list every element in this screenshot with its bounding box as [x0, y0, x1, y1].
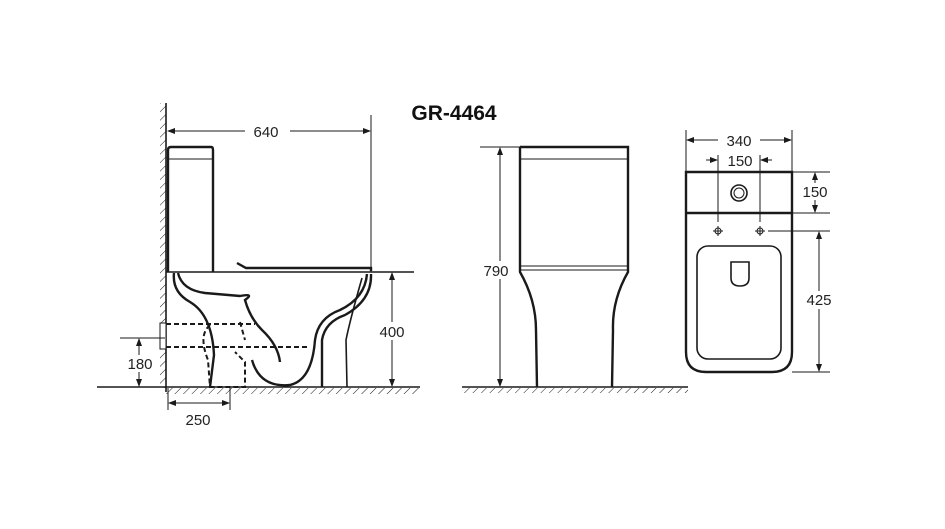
- seat-outline: [236, 261, 373, 271]
- dim-outlet-height: 180: [127, 356, 152, 373]
- side-view: 640 400 180 250: [97, 103, 420, 429]
- top-view: 340 150 150 425: [684, 130, 835, 374]
- bowl-inner: [250, 273, 369, 387]
- front-view: 790: [462, 145, 688, 393]
- floor-hatch-front: [462, 388, 688, 393]
- cistern-outline: [166, 145, 215, 272]
- dim-height: 790: [483, 263, 508, 280]
- top-outline: [684, 170, 794, 374]
- trap-outer: [172, 272, 216, 388]
- bowl-front: [320, 273, 373, 387]
- outlet-pipe-stub: [159, 322, 167, 350]
- dim-length: 640: [253, 124, 278, 141]
- fixing-holes: [713, 226, 765, 236]
- foot-line: [345, 277, 363, 388]
- floor-hatch: [166, 388, 420, 394]
- flush-button-inner: [733, 187, 745, 199]
- outlet-hole: [730, 261, 750, 287]
- wall-hatch: [160, 103, 166, 388]
- dim-tank-depth: 150: [802, 184, 827, 201]
- dim-hole-spacing: 150: [727, 153, 752, 170]
- dim-hole-to-front: 425: [806, 292, 831, 309]
- flush-button: [730, 184, 748, 202]
- front-outline: [518, 145, 630, 388]
- seat-outline-top: [696, 245, 782, 360]
- model-title: GR-4464: [411, 102, 497, 125]
- trap-inner: [176, 272, 282, 363]
- dim-seat-height: 400: [379, 324, 404, 341]
- dim-outlet-distance: 250: [185, 412, 210, 429]
- dim-width: 340: [726, 133, 751, 150]
- outlet-dashed: [166, 321, 310, 388]
